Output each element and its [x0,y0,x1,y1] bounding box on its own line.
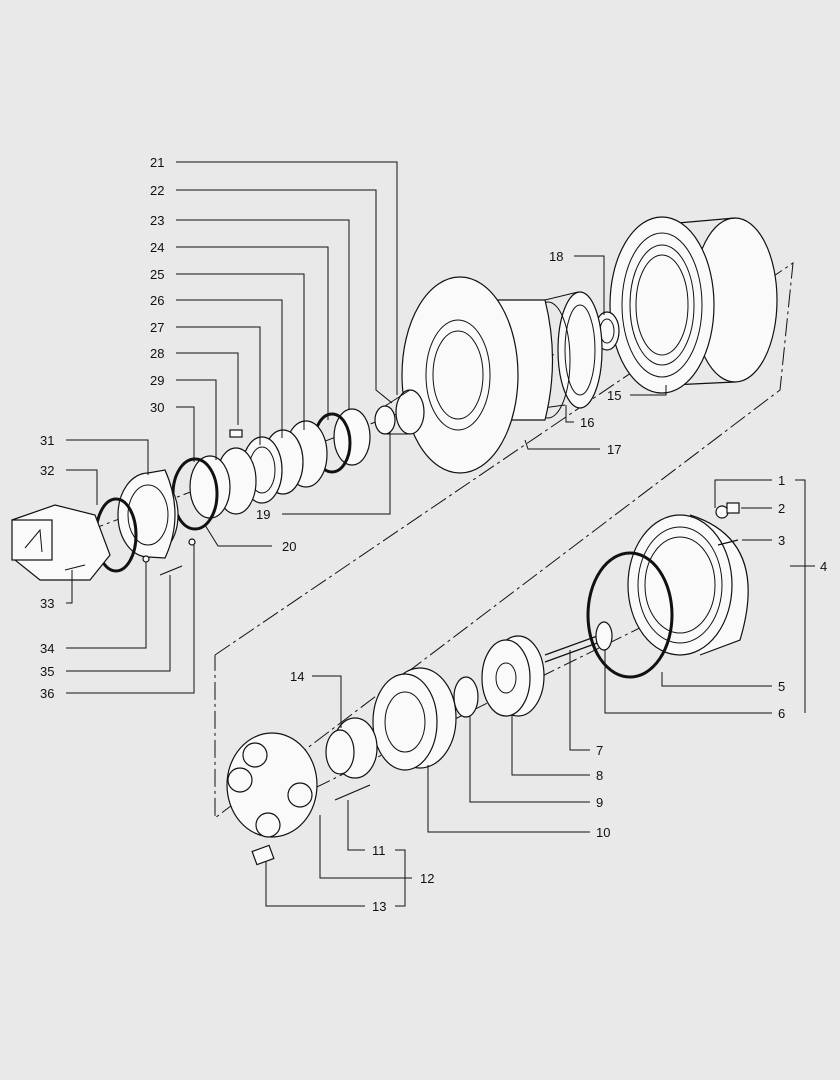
part-33-motor [11,504,111,581]
part-15-housing [609,216,778,394]
callout-29: 29 [150,373,164,388]
part-10-gear [372,667,457,771]
callout-4: 4 [820,559,827,574]
callout-23: 23 [150,213,164,228]
part-36-pin [188,538,196,546]
callout-30: 30 [150,400,164,415]
callout-2: 2 [778,501,785,516]
part-13-pin [251,844,275,866]
callout-20: 20 [282,539,296,554]
centerline-boundary [214,261,794,820]
callout-labels: 21 22 23 24 25 26 27 28 29 30 31 32 33 3… [40,155,827,914]
part-3-screw [717,539,739,546]
callout-36: 36 [40,686,54,701]
part-28-key [229,429,243,438]
callout-26: 26 [150,293,164,308]
callout-18: 18 [549,249,563,264]
part-9-bearing [453,676,479,718]
callout-19: 19 [256,507,270,522]
callout-28: 28 [150,346,164,361]
callout-11: 11 [372,843,386,858]
callout-31: 31 [40,433,54,448]
callout-8: 8 [596,768,603,783]
leader-lines [66,161,815,907]
part-35-screw [159,565,183,576]
callout-13: 13 [372,899,386,914]
callout-21: 21 [150,155,164,170]
part-14-gear [325,717,378,779]
part-1-clip [715,505,729,519]
callout-34: 34 [40,641,54,656]
callout-25: 25 [150,267,164,282]
callout-16: 16 [580,415,594,430]
part-7-shaft [544,621,613,663]
callout-9: 9 [596,795,603,810]
part-8-gear [481,635,545,717]
callout-3: 3 [778,533,785,548]
part-12-carrier [226,732,318,838]
callout-17: 17 [607,442,621,457]
part-22-ring [333,408,371,466]
part-5-oring [586,551,674,679]
callout-33: 33 [40,596,54,611]
part-17-hub [401,276,554,474]
part-11-bolt [334,784,371,801]
callout-10: 10 [596,825,610,840]
callout-22: 22 [150,183,164,198]
callout-35: 35 [40,664,54,679]
callout-12: 12 [420,871,434,886]
callout-5: 5 [778,679,785,694]
part-4-ring-gear [627,514,749,656]
part-19-gear [374,389,425,435]
callout-24: 24 [150,240,164,255]
callout-7: 7 [596,743,603,758]
callout-1: 1 [778,473,785,488]
part-29-ring [189,455,231,519]
part-16-bearing [525,291,603,419]
callout-15: 15 [607,388,621,403]
callout-14: 14 [290,669,304,684]
callout-27: 27 [150,320,164,335]
callout-32: 32 [40,463,54,478]
part-34-washer [142,555,150,563]
part-2-plug [726,502,740,514]
part-31-flange [117,469,179,559]
callout-6: 6 [778,706,785,721]
